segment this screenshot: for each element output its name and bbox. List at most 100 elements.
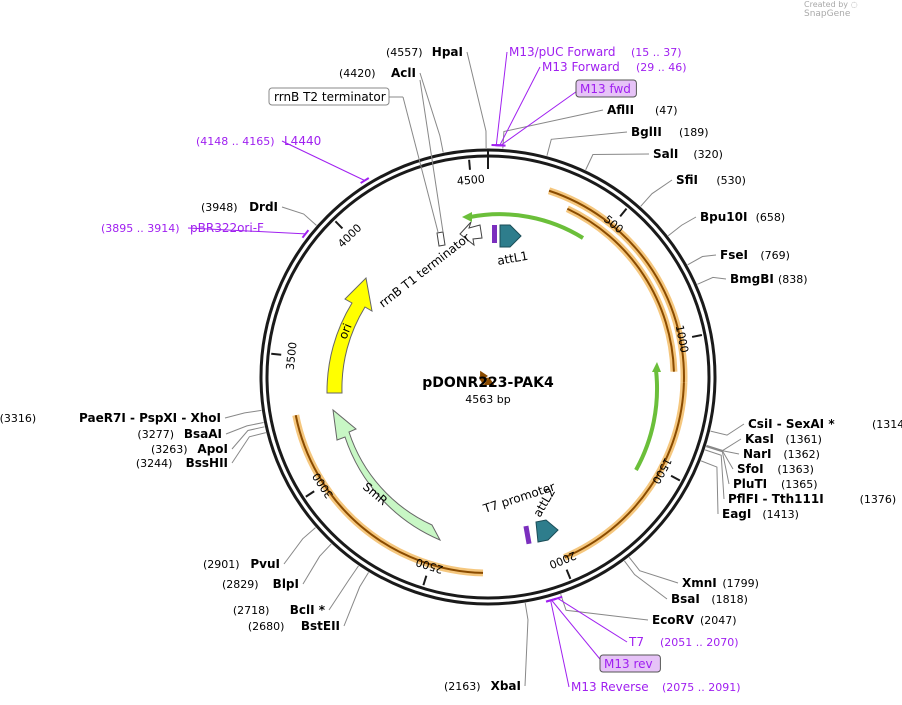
site-bpu10i[interactable]: Bpu10I (658): [667, 210, 786, 237]
site-leader: [560, 594, 649, 621]
primer-range: (2075 .. 2091): [662, 681, 741, 694]
site-bsaai[interactable]: BsaAI(3277): [137, 422, 264, 441]
site-leader: [700, 460, 719, 515]
primer-l4440[interactable]: L4440(4148 .. 4165): [196, 134, 370, 184]
site-leader: [546, 131, 628, 156]
cds-arc-1: [566, 207, 675, 372]
cds-arrowhead-3: [479, 370, 489, 381]
tick-label-2000: 2000: [547, 549, 578, 572]
site-position: (2680): [248, 620, 285, 633]
site-bsteii[interactable]: BstEII(2680): [248, 572, 369, 633]
site-leader: [628, 556, 679, 584]
credit-brand: SnapGene: [804, 9, 851, 19]
rrnb-t1-label: rrnB T1 terminator: [376, 231, 473, 311]
site-position: (189): [679, 126, 709, 139]
green-feature-top-head: [462, 212, 472, 222]
site-leader: [667, 216, 697, 237]
site-bmgbi[interactable]: BmgBI(838): [697, 272, 808, 286]
site-xmni[interactable]: XmnI(1799): [628, 556, 759, 590]
primer-name: T7: [628, 635, 644, 649]
site-pvui[interactable]: PvuI(2901): [203, 527, 316, 571]
site-hpai[interactable]: HpaI(4557): [386, 45, 487, 149]
site-fsei[interactable]: FseI (769): [687, 248, 790, 266]
site-sfii[interactable]: SfiI(530): [640, 173, 746, 207]
tick-3500: [271, 352, 282, 356]
primer-leader: [499, 66, 541, 146]
site-leader: [302, 543, 332, 585]
site-name: FseI: [720, 248, 748, 262]
primer-mark: [495, 144, 506, 147]
site-position: (4557): [386, 46, 423, 59]
site-position: (1362): [783, 448, 820, 461]
site-position: (3948): [201, 201, 238, 214]
site-position: (838): [778, 273, 808, 286]
site-position: (1376): [860, 493, 897, 506]
site-pluti[interactable]: PluTI(1365): [706, 446, 818, 491]
site-xbai[interactable]: XbaI(2163): [444, 602, 529, 693]
site-position: (1314): [872, 418, 902, 431]
tick-1000: [691, 334, 703, 338]
site-csii-sexai[interactable]: CsiI - SexAI *(1314): [710, 417, 902, 436]
site-eagi[interactable]: EagI(1413): [700, 460, 799, 521]
attl2-arrow: [535, 519, 559, 543]
site-leader: [466, 51, 487, 149]
site-leader: [706, 446, 730, 485]
site-position: (530): [716, 174, 746, 187]
snapgene-credit: Created by ◌ SnapGene: [804, 0, 900, 19]
site-blpi[interactable]: BlpI(2829): [222, 543, 332, 591]
tick-4000: [334, 220, 344, 230]
primer-box: [599, 654, 661, 673]
site-ecorv[interactable]: EcoRV (2047): [560, 594, 737, 627]
site-leader: [343, 572, 369, 627]
site-sfoi[interactable]: SfoI(1363): [706, 445, 814, 476]
tick-1500: [670, 474, 681, 482]
site-leader: [283, 527, 316, 565]
primer-pbr322ori-f[interactable]: pBR322ori-F(3895 .. 3914): [101, 221, 310, 239]
site-position: (2829): [222, 578, 259, 591]
site-bcli[interactable]: BclI *(2718): [233, 565, 359, 617]
green-feature-top: [469, 212, 585, 240]
site-leader: [419, 72, 444, 153]
site-name: Bpu10I: [700, 210, 747, 224]
site-position: (3316): [0, 412, 36, 425]
site-acli[interactable]: AclI(4420): [339, 66, 444, 153]
site-name: PvuI: [250, 557, 280, 571]
primer-leader: [500, 88, 581, 146]
primer-leader: [495, 51, 508, 146]
site-aflii[interactable]: AflII(47): [502, 103, 678, 149]
site-bglii[interactable]: BglII(189): [546, 125, 709, 156]
primer-m13-puc-forward[interactable]: M13/pUC Forward(15 .. 37): [491, 45, 682, 147]
site-drdi[interactable]: DrdI(3948): [201, 200, 317, 226]
primer-leader: [187, 227, 306, 235]
features-layer: [292, 187, 688, 577]
plasmid-size: 4563 bp: [465, 393, 510, 406]
site-paer7i-pspxi-xhoi[interactable]: PaeR7I - PspXI - XhoI (3316): [0, 409, 262, 425]
site-leader: [524, 602, 529, 687]
rrnb-t2-arrow: [436, 231, 446, 247]
site-position: (1818): [711, 593, 748, 606]
site-bsshii[interactable]: BssHII(3244): [136, 432, 266, 470]
site-leader: [502, 109, 604, 149]
primer-m13-reverse[interactable]: M13 Reverse(2075 .. 2091): [545, 598, 741, 694]
site-leader: [706, 445, 734, 470]
site-name: EcoRV: [652, 613, 695, 627]
primer-m13-fwd[interactable]: M13 fwd: [495, 79, 637, 147]
site-apoi[interactable]: ApoI(3263): [151, 426, 265, 456]
site-sali[interactable]: SalI(320): [585, 147, 723, 171]
site-position: (47): [655, 104, 678, 117]
site-pflfi-tth111i[interactable]: PflFI - Tth111I(1376): [704, 449, 897, 506]
primer-leader: [550, 600, 570, 688]
primer-t7[interactable]: T7(2051 .. 2070): [552, 595, 739, 649]
primer-m13-rev[interactable]: M13 rev: [546, 597, 661, 673]
primer-mark: [545, 598, 556, 603]
site-name: AclI: [391, 66, 416, 80]
tick-label-3000: 3000: [310, 470, 336, 501]
primer-range: (15 .. 37): [631, 46, 682, 59]
site-position: (769): [760, 249, 790, 262]
site-nari[interactable]: NarI(1362): [706, 445, 820, 461]
site-position: (658): [756, 211, 786, 224]
site-leader: [224, 409, 262, 419]
site-name: PaeR7I - PspXI - XhoI: [79, 411, 221, 425]
site-position: (2047): [700, 614, 737, 627]
site-bsai[interactable]: BsaI(1818): [624, 560, 748, 606]
